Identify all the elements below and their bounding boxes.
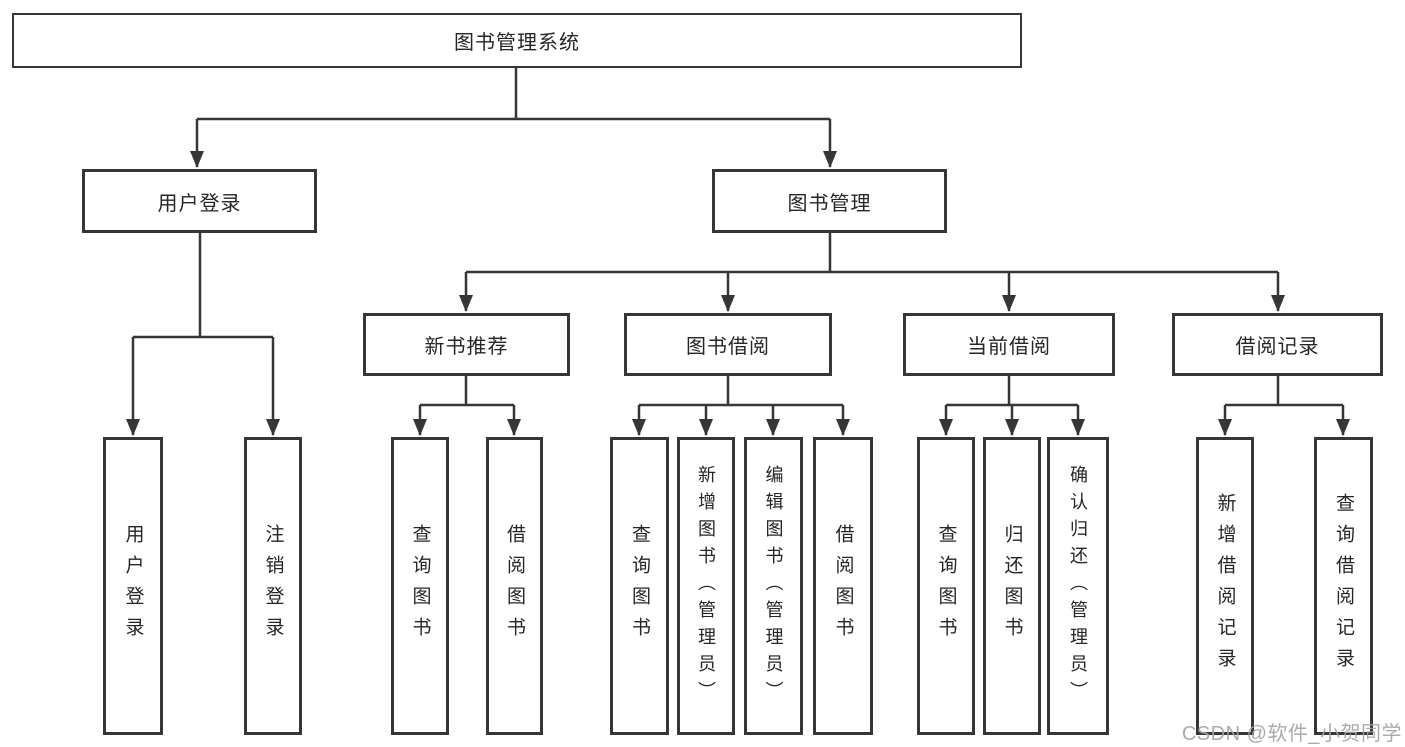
leaf-query-borrow-record-label: 查询借阅记录 bbox=[1333, 493, 1354, 679]
node-new-book-recommend-label: 新书推荐 bbox=[424, 336, 509, 358]
leaf-add-books-admin-label: 新增图书（管理员） bbox=[696, 464, 716, 708]
node-current-borrow-label: 当前借阅 bbox=[967, 336, 1051, 358]
leaf-confirm-return-admin: 确认归还（管理员） bbox=[1047, 437, 1109, 735]
leaf-edit-books-admin-label: 编辑图书（管理员） bbox=[763, 464, 784, 708]
node-book-borrow-label: 图书借阅 bbox=[686, 336, 770, 358]
leaf-return-books-label: 归还图书 bbox=[1001, 524, 1023, 648]
leaf-logout-label: 注销登录 bbox=[262, 524, 284, 648]
node-borrow-record-label: 借阅记录 bbox=[1235, 336, 1320, 358]
leaf-add-borrow-record-label: 新增借阅记录 bbox=[1214, 493, 1236, 679]
leaf-user-login: 用户登录 bbox=[103, 437, 163, 735]
node-book-management: 图书管理 bbox=[712, 169, 947, 233]
leaf-query-books-recommend: 查询图书 bbox=[391, 437, 449, 735]
leaf-query-borrow-record: 查询借阅记录 bbox=[1314, 437, 1373, 735]
leaf-edit-books-admin: 编辑图书（管理员） bbox=[744, 437, 803, 735]
node-library-system: 图书管理系统 bbox=[12, 13, 1022, 68]
csdn-watermark: CSDN @软件_小贺同学 bbox=[1181, 723, 1402, 745]
leaf-query-books-borrow-label: 查询图书 bbox=[629, 524, 650, 648]
node-current-borrow: 当前借阅 bbox=[903, 313, 1115, 376]
leaf-user-login-label: 用户登录 bbox=[122, 524, 144, 648]
leaf-query-books-current-label: 查询图书 bbox=[935, 524, 957, 648]
leaf-add-borrow-record: 新增借阅记录 bbox=[1196, 437, 1254, 735]
leaf-logout: 注销登录 bbox=[244, 437, 302, 735]
leaf-query-books-current: 查询图书 bbox=[917, 437, 975, 735]
leaf-borrow-books-label: 借阅图书 bbox=[832, 524, 854, 648]
node-user-login: 用户登录 bbox=[82, 169, 317, 233]
leaf-add-books-admin: 新增图书（管理员） bbox=[677, 437, 735, 735]
node-user-login-label: 用户登录 bbox=[157, 192, 242, 215]
leaf-confirm-return-admin-label: 确认归还（管理员） bbox=[1068, 464, 1088, 708]
leaf-query-books-borrow: 查询图书 bbox=[610, 437, 669, 735]
node-book-management-label: 图书管理 bbox=[787, 192, 872, 215]
node-borrow-record: 借阅记录 bbox=[1172, 313, 1383, 376]
node-library-system-label: 图书管理系统 bbox=[454, 32, 580, 54]
leaf-borrow-books-recommend-label: 借阅图书 bbox=[504, 524, 525, 648]
node-new-book-recommend: 新书推荐 bbox=[363, 313, 570, 376]
leaf-borrow-books: 借阅图书 bbox=[813, 437, 873, 735]
node-book-borrow: 图书借阅 bbox=[624, 313, 832, 376]
leaf-return-books: 归还图书 bbox=[983, 437, 1041, 735]
leaf-query-books-recommend-label: 查询图书 bbox=[409, 524, 431, 648]
leaf-borrow-books-recommend: 借阅图书 bbox=[486, 437, 543, 735]
